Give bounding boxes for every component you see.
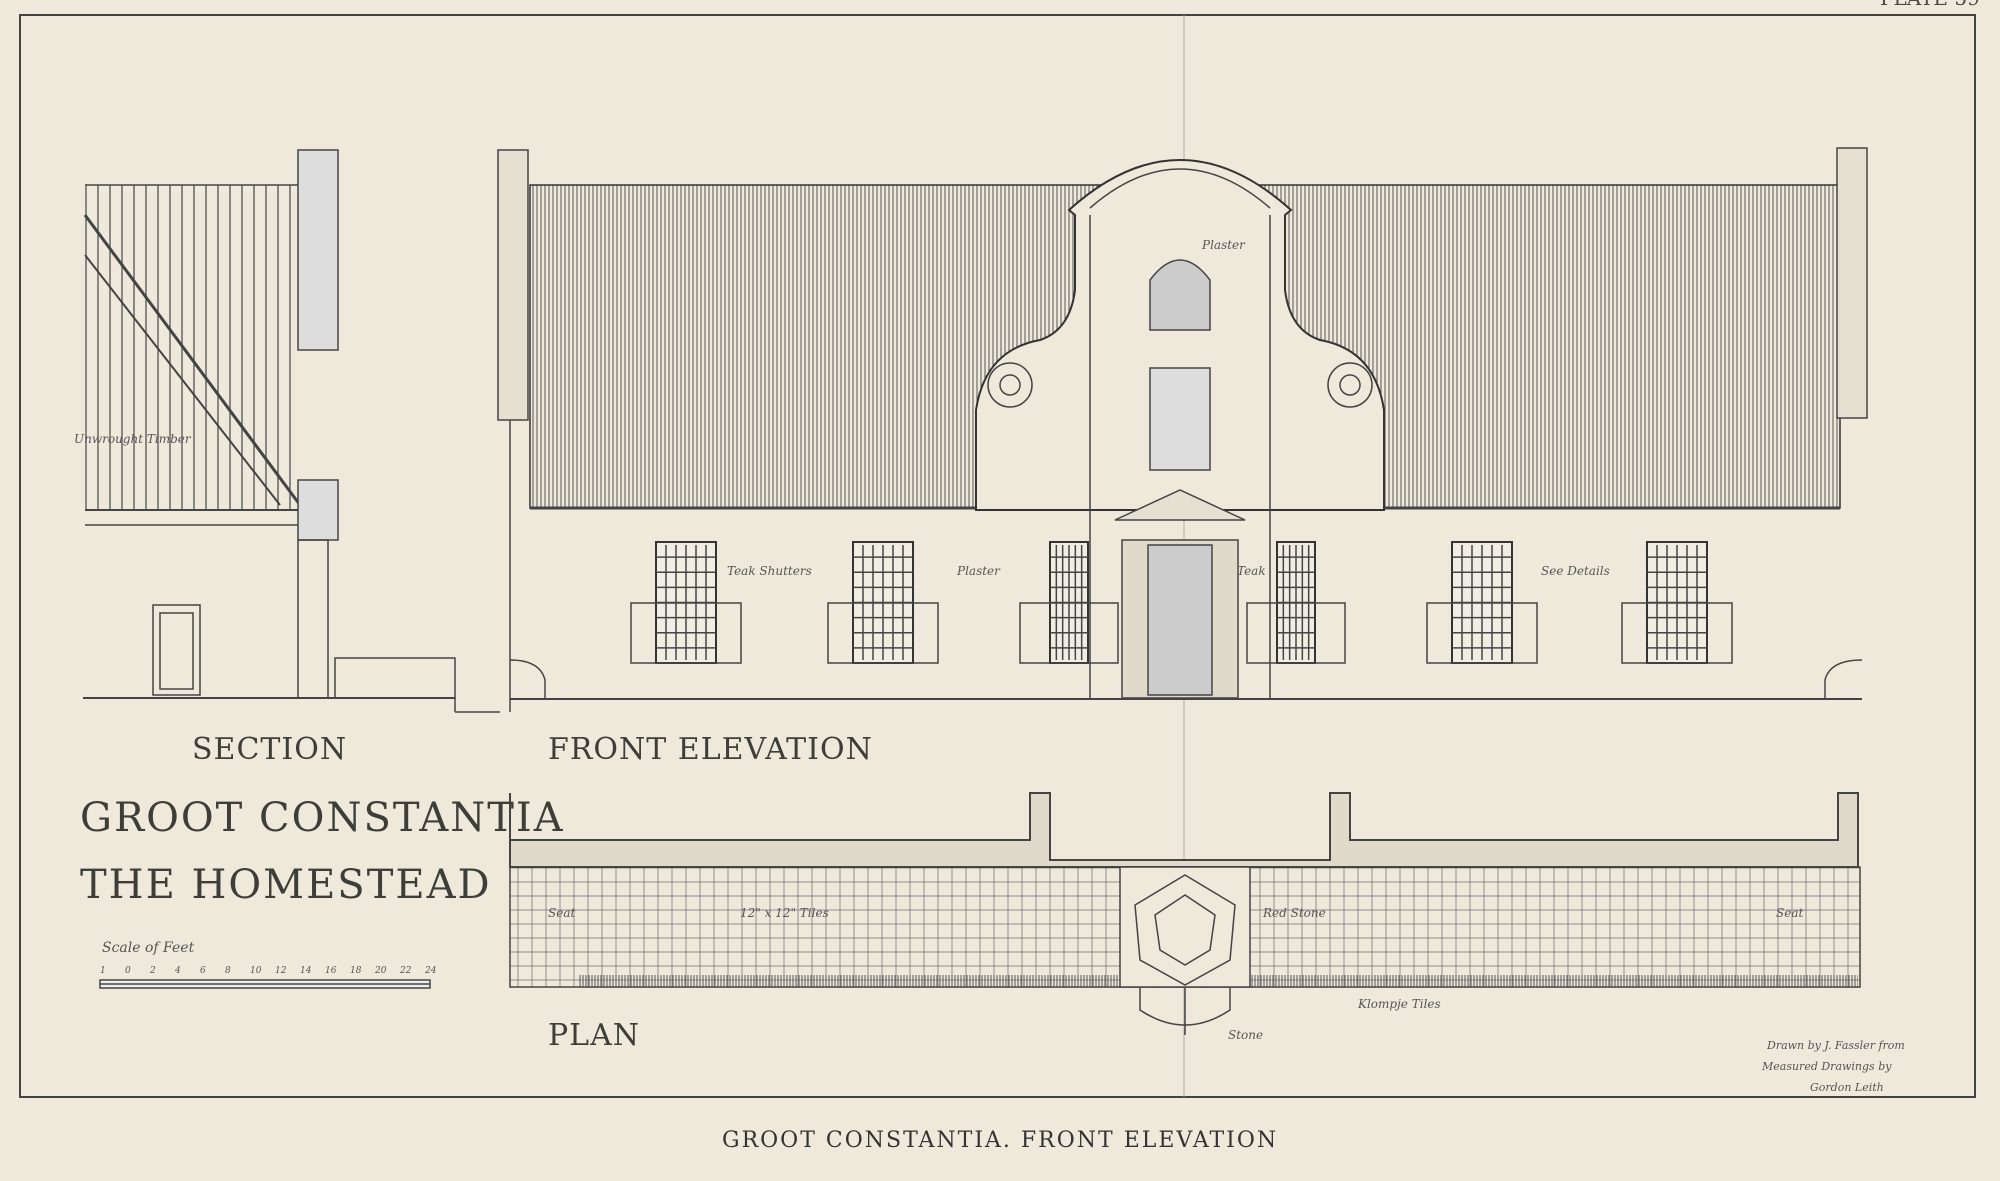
window — [1019, 541, 1119, 664]
scale-tick: 20 — [375, 966, 387, 976]
main-title-line2: THE HOMESTEAD — [80, 862, 492, 908]
annotation-tiles: 12" x 12" Tiles — [740, 906, 829, 920]
credit-line-1: Drawn by J. Fassler from — [1767, 1039, 1905, 1052]
scale-tick: 0 — [125, 966, 131, 976]
shutters — [1019, 602, 1119, 664]
plate-caption: GROOT CONSTANTIA. FRONT ELEVATION — [722, 1128, 1279, 1153]
window — [827, 541, 939, 664]
front-elevation-label: FRONT ELEVATION — [548, 732, 873, 767]
plate-border — [19, 14, 1976, 1098]
main-title-line1: GROOT CONSTANTIA — [80, 795, 565, 841]
annotation-unwrought-timber: Unwrought Timber — [74, 432, 191, 446]
scale-tick: 10 — [250, 966, 262, 976]
annotation-red-stone: Red Stone — [1263, 906, 1326, 920]
scale-tick: 6 — [200, 966, 206, 976]
scale-bar — [99, 979, 431, 989]
scale-tick: 12 — [275, 966, 287, 976]
credit-line-3: Gordon Leith — [1810, 1081, 1884, 1094]
scale-tick: 4 — [175, 966, 181, 976]
window — [1426, 541, 1538, 664]
shutters — [1246, 602, 1346, 664]
annotation-teak: Teak — [1237, 564, 1266, 578]
scale-tick: 2 — [150, 966, 156, 976]
scale-tick: 1 — [100, 966, 106, 976]
annotation-klompje-tiles: Klompje Tiles — [1358, 997, 1441, 1011]
plan-drawing — [509, 792, 1861, 1035]
annotation-stone: Stone — [1228, 1028, 1264, 1042]
annotation-teak-shutters: Teak Shutters — [727, 564, 812, 578]
annotation-seat-right: Seat — [1776, 906, 1804, 920]
scale-label: Scale of Feet — [102, 940, 195, 956]
scale-tick: 24 — [425, 966, 437, 976]
window — [1246, 541, 1346, 664]
section-label: SECTION — [192, 732, 348, 767]
shutters — [630, 602, 742, 664]
elevation-windows — [630, 541, 1733, 664]
section-drawing — [83, 149, 500, 713]
plate-number: PLATE 59 — [1880, 0, 1980, 10]
shutters — [1426, 602, 1538, 664]
credit-line-2: Measured Drawings by — [1762, 1060, 1892, 1073]
shutters — [1621, 602, 1733, 664]
scale-tick: 8 — [225, 966, 231, 976]
annotation-gable-plaster: Plaster — [1202, 238, 1245, 252]
shutters — [827, 602, 939, 664]
scale-tick: 16 — [325, 966, 337, 976]
annotation-wall-plaster: Plaster — [957, 564, 1000, 578]
plan-label: PLAN — [548, 1018, 641, 1053]
scale-tick: 22 — [400, 966, 412, 976]
annotation-seat-left: Seat — [548, 906, 576, 920]
window — [1621, 541, 1733, 664]
annotation-see-details: See Details — [1541, 564, 1610, 578]
front-elevation-drawing — [497, 147, 1868, 712]
window — [630, 541, 742, 664]
scale-tick: 18 — [350, 966, 362, 976]
scale-tick: 14 — [300, 966, 312, 976]
